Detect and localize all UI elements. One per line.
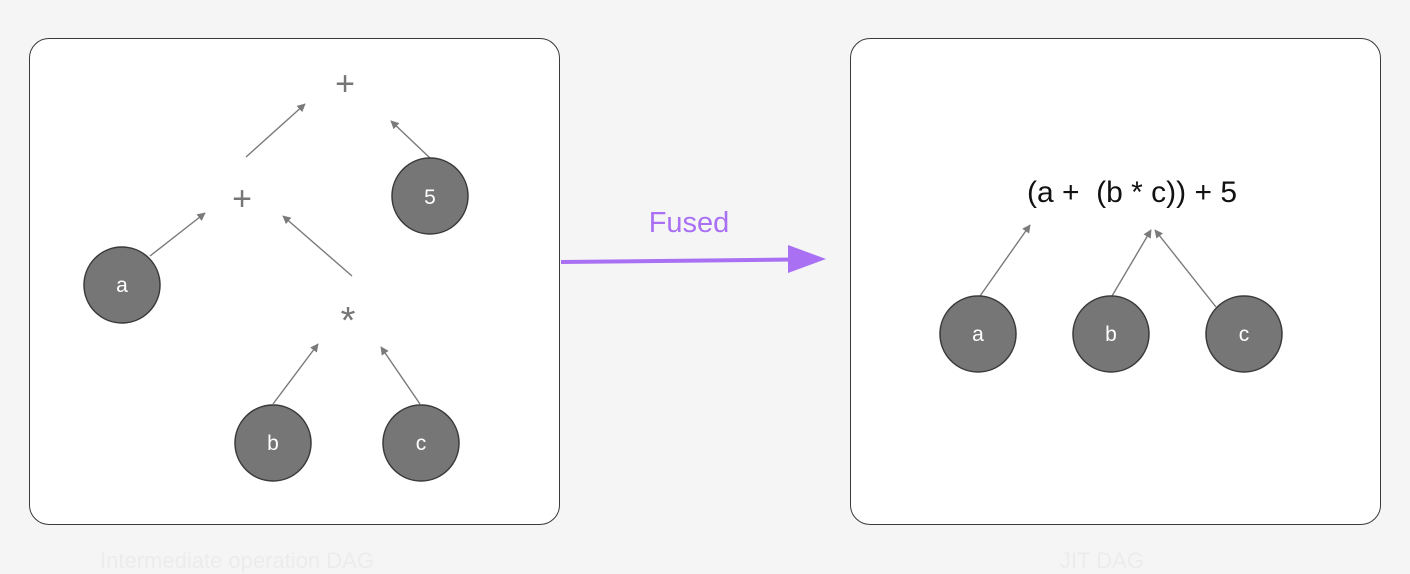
jit-node-c: c — [1205, 295, 1283, 373]
node-b: b — [234, 404, 312, 482]
edge-a-to-expression — [979, 224, 1031, 297]
jit-node-a: a — [939, 295, 1017, 373]
node-c: c — [382, 404, 460, 482]
node-a-label: a — [116, 274, 128, 297]
edge-plus-to-top-plus — [245, 103, 306, 158]
node-five: 5 — [391, 157, 469, 235]
jit-dag-caption: JIT DAG — [1060, 548, 1144, 573]
diagram-canvas: + + * 5 a b c Fused (a + (b * c)) + 5 a … — [83, 65, 1283, 482]
edge-times-to-plus — [282, 215, 353, 277]
times-operator: * — [341, 300, 356, 342]
jit-node-a-label: a — [972, 323, 984, 346]
eager-dag-caption: Intermediate operation DAG — [100, 548, 374, 573]
node-a: a — [83, 246, 161, 324]
jit-node-b-label: b — [1105, 323, 1117, 346]
edge-c-to-expression — [1154, 229, 1217, 308]
mid-plus-operator: + — [232, 180, 252, 218]
node-five-label: 5 — [424, 186, 436, 209]
node-b-label: b — [267, 432, 279, 455]
fused-label: Fused — [649, 207, 730, 239]
edge-a-to-plus — [149, 212, 206, 257]
node-c-label: c — [416, 432, 427, 455]
edge-five-to-top-plus — [390, 120, 431, 159]
jit-node-c-label: c — [1239, 323, 1250, 346]
fused-expression: (a + (b * c)) + 5 — [1027, 176, 1237, 209]
edge-c-to-times — [380, 346, 421, 405]
edge-b-to-times — [272, 343, 319, 405]
jit-node-b: b — [1072, 295, 1150, 373]
jit-dag-panel — [850, 38, 1381, 525]
fused-arrow — [560, 245, 826, 273]
edge-b-to-expression — [1111, 229, 1152, 297]
top-plus-operator: + — [335, 65, 355, 103]
